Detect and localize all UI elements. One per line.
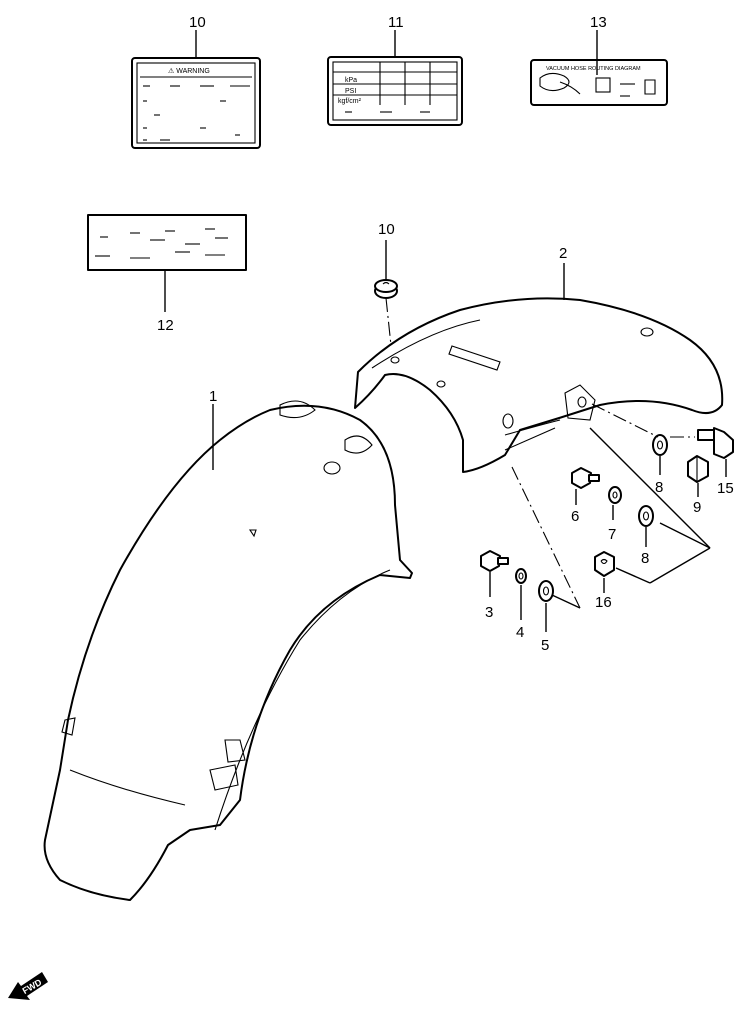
bolt-part-3 xyxy=(480,550,509,572)
callout-4: 4 xyxy=(516,624,524,641)
nut-part-9 xyxy=(687,455,709,483)
tire-info-label-part: kPa PSI kgf/cm² xyxy=(327,56,463,126)
callout-10: 10 xyxy=(378,221,395,238)
callout-11: 10 xyxy=(189,14,206,31)
callout-7: 7 xyxy=(608,526,616,543)
callout-2: 2 xyxy=(559,245,567,262)
rear-fender-rear-part xyxy=(43,400,413,901)
callout-8-upper: 8 xyxy=(655,479,663,496)
grommet-part xyxy=(374,279,398,299)
callout-14: 13 xyxy=(590,14,607,31)
fwd-direction-arrow: FWD xyxy=(8,972,48,1000)
bolt-part-15 xyxy=(697,427,734,459)
callout-16: 16 xyxy=(595,594,612,611)
rear-fender-front-part xyxy=(354,297,724,473)
washer-part-5 xyxy=(538,580,554,602)
callout-8-lower: 8 xyxy=(641,550,649,567)
washer-part-8a xyxy=(652,434,668,456)
bolt-part-6 xyxy=(571,467,600,489)
tire-label-row1: kPa xyxy=(345,77,357,84)
washer-part-4 xyxy=(515,568,527,584)
callout-6: 6 xyxy=(571,508,579,525)
emission-label-title: VACUUM HOSE ROUTING DIAGRAM xyxy=(546,66,641,72)
tire-label-row2: PSI xyxy=(345,88,356,95)
info-label-part xyxy=(87,214,247,271)
washer-part-7 xyxy=(608,486,622,504)
washer-part-8b xyxy=(638,505,654,527)
callout-1: 1 xyxy=(209,388,217,405)
callout-15: 15 xyxy=(717,480,734,497)
warning-label-title: ⚠ WARNING xyxy=(168,67,210,75)
callout-9-text: 9 xyxy=(693,499,701,516)
nut-part-16 xyxy=(594,551,615,577)
callout-3: 3 xyxy=(485,604,493,621)
tire-label-row3: kgf/cm² xyxy=(338,98,362,105)
callout-5: 5 xyxy=(541,637,549,654)
warning-label-part: ⚠ WARNING xyxy=(131,57,261,149)
vacuum-hose-label-part: VACUUM HOSE ROUTING DIAGRAM xyxy=(530,59,668,106)
callout-12: 11 xyxy=(388,14,404,31)
callout-13: 12 xyxy=(157,317,174,334)
